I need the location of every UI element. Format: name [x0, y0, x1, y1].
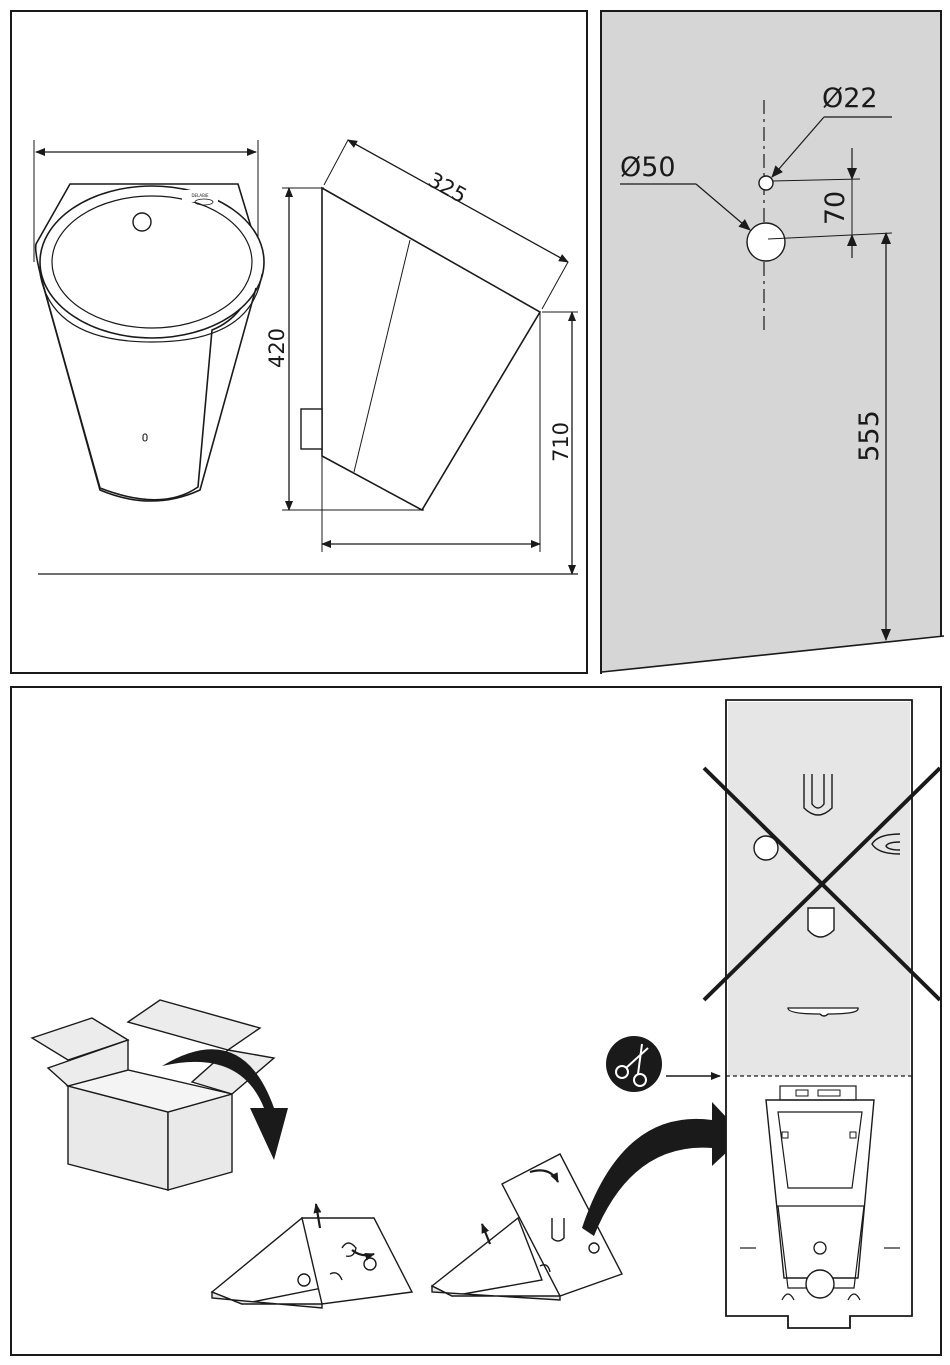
- urinal-side-view: [301, 188, 540, 510]
- wall-drawing: Ø22 Ø50 70 555: [602, 12, 944, 676]
- scissors-icon: [606, 1036, 662, 1092]
- unit-height-dimension-label: 420: [265, 328, 289, 368]
- steps-drawing: [12, 688, 944, 1358]
- apply-template-arrow: [582, 1102, 744, 1236]
- outlet-diameter-label: Ø50: [620, 152, 676, 183]
- top-height-dimension-label: 710: [549, 422, 573, 462]
- cardboard-box-icon: [32, 1000, 274, 1190]
- paper-template: [704, 700, 940, 1328]
- outlet-height-label: 555: [854, 410, 885, 462]
- inlet-offset-label: 70: [820, 191, 851, 225]
- svg-text:DELABIE: DELABIE: [191, 193, 209, 198]
- urinal-drawing: DELABIE 325 420 710: [12, 12, 590, 676]
- urinal-front-view: [36, 184, 264, 501]
- wall-connection-panel: Ø22 Ø50 70 555: [600, 10, 942, 674]
- inlet-hole: [759, 176, 773, 190]
- inlet-diameter-label: Ø22: [822, 83, 878, 114]
- folded-template-1: [212, 1218, 412, 1308]
- depth-dimension-label: 325: [424, 168, 471, 208]
- outlet-hole: [747, 223, 785, 261]
- front-side-view-panel: DELABIE 325 420 710: [10, 10, 588, 674]
- unpacking-template-panel: [10, 686, 942, 1356]
